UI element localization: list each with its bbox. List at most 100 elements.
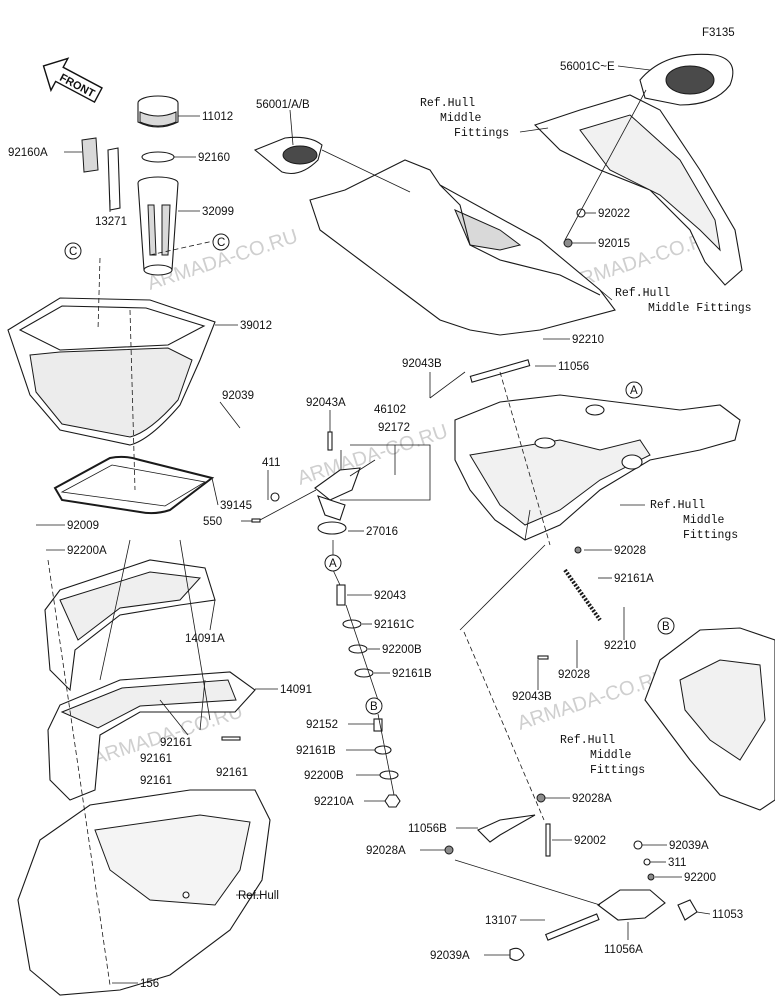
cover-14091 xyxy=(47,671,256,801)
callout-550: 550 xyxy=(203,516,222,528)
callout-11056B: 11056B xyxy=(408,823,447,835)
rod-13107 xyxy=(544,913,600,941)
callout-311: 311 xyxy=(668,857,686,869)
callout-92028-a: 92028 xyxy=(614,545,646,557)
assembly-lines xyxy=(99,371,601,906)
callout-13107: 13107 xyxy=(485,915,517,927)
latch-11056B xyxy=(477,814,536,843)
front-arrow-icon: FRONT xyxy=(42,57,103,104)
hull-lower-right xyxy=(644,627,775,811)
ref-marker-c-1-label: C xyxy=(217,237,225,249)
plate-11056 xyxy=(469,359,531,383)
ref-marker-b-2 xyxy=(657,617,675,635)
callout-92161B-a: 92161B xyxy=(392,668,432,680)
callout-92043: 92043 xyxy=(374,590,406,602)
callout-92002: 92002 xyxy=(574,835,606,847)
callout-92161B-b: 92161B xyxy=(296,745,336,757)
callout-92200B-a: 92200B xyxy=(382,644,422,656)
callout-92161-d: 92161 xyxy=(216,767,248,779)
callout-92200A: 92200A xyxy=(67,545,107,557)
hull-front xyxy=(17,789,271,996)
gasket-39145 xyxy=(53,455,215,515)
callout-411: 411 xyxy=(262,457,280,469)
bracket-11053 xyxy=(677,899,698,921)
filler-cap-11012 xyxy=(137,95,179,128)
callout-92161A: 92161A xyxy=(614,573,654,585)
ref-marker-c-1 xyxy=(212,233,230,251)
callout-92028-b: 92028 xyxy=(558,669,590,681)
bolt-92043A xyxy=(327,431,333,451)
ref-marker-b-1 xyxy=(365,697,383,715)
callout-92039: 92039 xyxy=(222,390,254,402)
callout-92161C: 92161C xyxy=(374,619,414,631)
callout-92028A-b: 92028A xyxy=(366,845,406,857)
callout-92210A: 92210A xyxy=(314,796,354,808)
callout-92200B-b: 92200B xyxy=(304,770,344,782)
nut-92015 xyxy=(563,238,573,248)
nut-92028 xyxy=(574,546,582,554)
callout-92039A-a: 92039A xyxy=(669,840,709,852)
strap-13271 xyxy=(107,147,121,211)
reference-markers: C C A A B B xyxy=(64,233,675,715)
callout-92161-b: 92161 xyxy=(140,753,172,765)
spring-92161A xyxy=(563,568,602,622)
ref-marker-a-1-label: A xyxy=(630,385,638,397)
callout-32099: 32099 xyxy=(202,206,234,218)
nut-92028A-b xyxy=(444,845,454,855)
callout-92210-a: 92210 xyxy=(572,334,604,346)
bolt-92002 xyxy=(545,823,551,857)
callout-156: 156 xyxy=(140,978,159,990)
callout-11012: 11012 xyxy=(202,111,233,123)
callout-13271: 13271 xyxy=(95,216,127,228)
tube-32099 xyxy=(137,176,179,276)
side-panel-right xyxy=(533,94,743,286)
storage-bin-39012 xyxy=(7,297,216,446)
callout-92015: 92015 xyxy=(598,238,630,250)
callout-39012: 39012 xyxy=(240,320,272,332)
cap-92039A xyxy=(509,947,525,961)
watermark-3: ARMADA-CO.RU xyxy=(295,420,451,489)
mirror-56001 xyxy=(253,136,323,175)
clip-92161-d xyxy=(221,736,241,741)
ref-marker-b-2-label: B xyxy=(662,621,670,633)
steering-46102 xyxy=(314,467,361,535)
washer-411 xyxy=(270,492,280,502)
callout-92028A-a: 92028A xyxy=(572,793,612,805)
assembly-box-46102 xyxy=(340,444,431,501)
callout-11056A: 11056A xyxy=(604,944,643,956)
callout-92043A: 92043A xyxy=(306,397,346,409)
hull-middle-fittings xyxy=(309,159,616,336)
oring-92160 xyxy=(141,151,175,163)
leader-lines xyxy=(36,65,711,984)
pad-92160A xyxy=(81,137,99,173)
callout-11053: 11053 xyxy=(712,909,743,921)
bolt-92043B xyxy=(537,655,549,660)
callout-14091: 14091 xyxy=(280,684,312,696)
callout-92200: 92200 xyxy=(684,872,716,884)
callout-14091A: 14091A xyxy=(185,633,225,645)
callout-labels: 11012 92160A 92160 32099 13271 39012 920… xyxy=(8,61,752,990)
callout-92009: 92009 xyxy=(67,520,99,532)
callout-56001C-E: 56001C~E xyxy=(560,61,615,73)
callout-92161-a: 92161 xyxy=(160,737,192,749)
figure-code: F3135 xyxy=(702,27,735,39)
washer-92039A-a xyxy=(633,840,643,850)
mirror-56001C xyxy=(639,53,734,106)
latch-11056A xyxy=(597,889,666,921)
callout-92152: 92152 xyxy=(306,719,338,731)
callout-27016: 27016 xyxy=(366,526,398,538)
callout-11056: 11056 xyxy=(558,361,589,373)
callout-ref-hull: Ref.Hull xyxy=(238,890,279,902)
washer-311 xyxy=(643,858,651,866)
ref-marker-c-2-label: C xyxy=(69,246,77,258)
callout-46102: 46102 xyxy=(374,404,406,416)
callout-92160A: 92160A xyxy=(8,147,48,159)
ref-marker-a-1 xyxy=(625,381,643,399)
callout-92172: 92172 xyxy=(378,422,410,434)
assembly-dashes xyxy=(47,239,551,986)
